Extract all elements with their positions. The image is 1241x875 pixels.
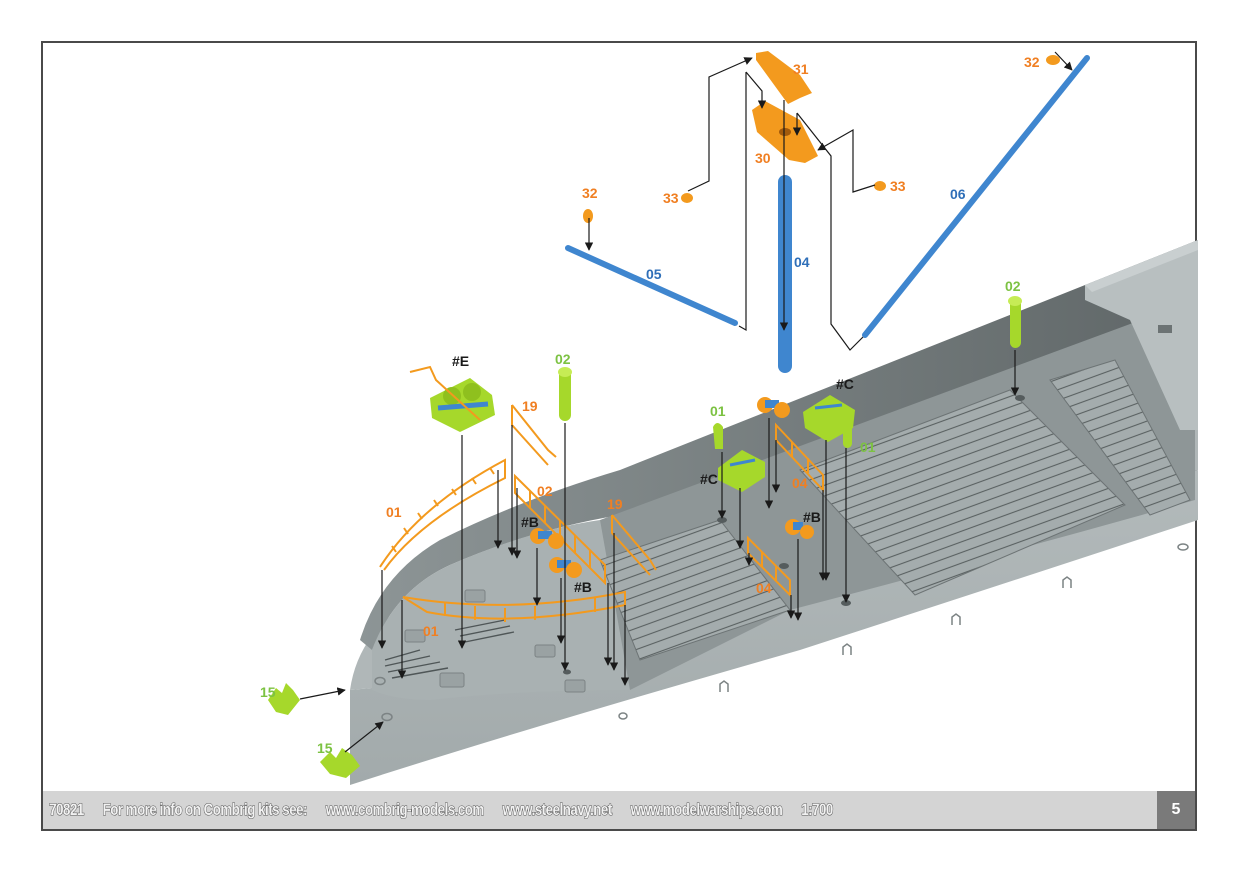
green-parts: [268, 296, 1022, 778]
part-33-left: [681, 193, 693, 203]
label-15-lower: 15: [317, 740, 333, 756]
label-01-green-left: 01: [710, 403, 726, 419]
kit-number: 70821: [49, 799, 85, 819]
part-04-mast: [778, 175, 792, 373]
part-02-vent-left: [559, 369, 571, 421]
label-01-rail-upper: 01: [386, 504, 402, 520]
label-C-left: #C: [700, 471, 718, 487]
subassembly-C-left: [713, 423, 765, 492]
label-05: 05: [646, 266, 662, 282]
subassembly-C-right: [803, 395, 855, 448]
label-E: #E: [452, 353, 469, 369]
subassembly-E-windlass: [409, 365, 495, 432]
part-15-anchor-lower: [320, 748, 360, 778]
part-labels: 31 30 33 33 32 32 05 04 06 02 02 #E 19 1…: [260, 54, 1040, 756]
label-04-rail-upper: 04: [792, 475, 808, 491]
footer-text: 70821 For more info on Combrig kits see:…: [43, 799, 848, 820]
link-combrig[interactable]: www.combrig-models.com: [325, 799, 484, 819]
label-32-right: 32: [1024, 54, 1040, 70]
part-33-right: [874, 181, 886, 191]
part-02-vent-right: [1010, 298, 1021, 348]
page-number: 5: [1157, 791, 1195, 829]
orange-masthead-parts: [583, 51, 1060, 223]
part-32-left: [583, 209, 593, 223]
info-text: For more info on Combrig kits see:: [102, 799, 308, 819]
rail-01-upper: [379, 458, 506, 571]
subassembly-B-3: [757, 397, 790, 418]
subassembly-B-1: [530, 528, 564, 549]
label-33-left: 33: [663, 190, 679, 206]
label-02-green-left: 02: [555, 351, 571, 367]
leader-arrows: [584, 51, 1073, 351]
subassembly-B-4: [785, 519, 814, 539]
rail-19-upper: [511, 404, 557, 466]
label-04-mast: 04: [794, 254, 810, 270]
footer-bar: 70821 For more info on Combrig kits see:…: [43, 791, 1195, 829]
label-04-rail-lower: 04: [756, 580, 772, 596]
ship-hull: [350, 240, 1198, 785]
part-06-boom: [862, 55, 1090, 338]
label-B-2: #B: [574, 579, 592, 595]
part-32-right: [1046, 55, 1060, 65]
part-15-anchor-upper: [268, 683, 300, 715]
rail-19-lower: [611, 514, 657, 576]
label-15-upper: 15: [260, 684, 276, 700]
part-05-boom: [565, 245, 738, 326]
link-steelnavy[interactable]: www.steelnavy.net: [502, 799, 613, 819]
part-31: [756, 51, 812, 104]
label-B-1: #B: [521, 514, 539, 530]
subassembly-B-2: [549, 557, 582, 578]
label-B-3: #B: [803, 509, 821, 525]
label-19-lower: 19: [607, 496, 623, 512]
scale-text: 1:700: [801, 799, 834, 819]
label-19-upper: 19: [522, 398, 538, 414]
label-31: 31: [793, 61, 809, 77]
label-C-right: #C: [836, 376, 854, 392]
label-02-rail: 02: [537, 483, 553, 499]
label-02-green-right: 02: [1005, 278, 1021, 294]
rail-02: [514, 473, 606, 586]
label-06: 06: [950, 186, 966, 202]
label-32-left: 32: [582, 185, 598, 201]
label-01-green-right: 01: [860, 439, 876, 455]
link-modelwarships[interactable]: www.modelwarships.com: [630, 799, 783, 819]
orange-winches: [530, 397, 814, 578]
label-01-rail-lower: 01: [423, 623, 439, 639]
label-30: 30: [755, 150, 771, 166]
deck-leader-arrows: [299, 350, 1020, 753]
label-33-right: 33: [890, 178, 906, 194]
